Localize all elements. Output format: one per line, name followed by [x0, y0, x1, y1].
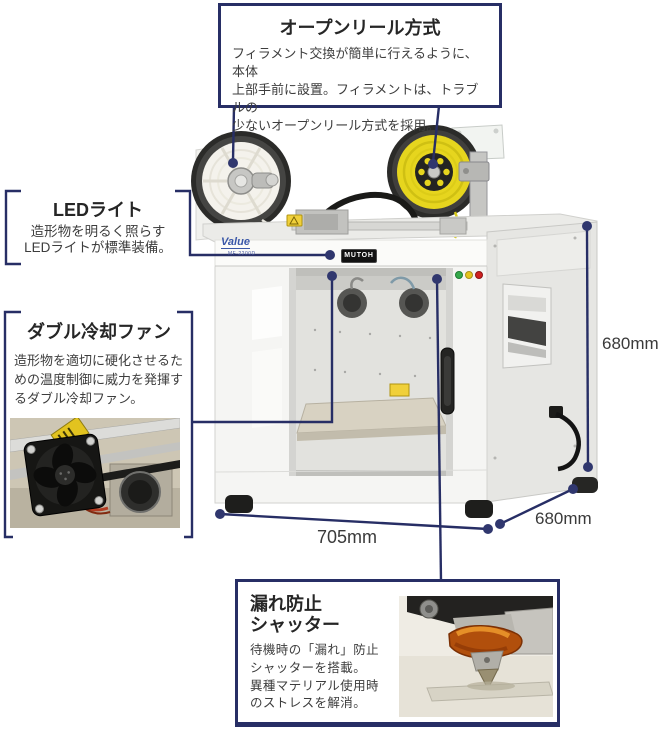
- callout-shutter-body: 待機時の「漏れ」防止 シャッターを搭載。 異種マテリアル使用時 のストレスを解消…: [250, 643, 380, 711]
- connector-dots: [215, 158, 593, 534]
- leader-lines: [3, 105, 590, 582]
- filament-tube: [312, 191, 419, 229]
- dimension-width-label: 705mm: [317, 527, 378, 547]
- callout-fan-title: ダブル冷却ファン: [27, 322, 171, 342]
- filament-spool-white: [191, 131, 291, 231]
- shutter-photo: [399, 596, 553, 717]
- callout-led-body: 造形物を明るく照らす LEDライトが標準装備。: [24, 224, 172, 256]
- callout-open-reel-body: フィラメント交換が簡単に行えるように、本体 上部手前に設置。フィラメントは、トラ…: [232, 46, 479, 133]
- callout-open-reel-title: オープンリール方式: [279, 18, 441, 38]
- dimension-depth-label: 680mm: [535, 509, 592, 528]
- callout-shutter: 漏れ防止 シャッター 待機時の「漏れ」防止 シャッターを搭載。 異種マテリアル使…: [235, 579, 560, 727]
- model-number-label: MF-2200D: [228, 251, 256, 257]
- callout-open-reel: オープンリール方式 フィラメント交換が簡単に行えるように、本体 上部手前に設置。…: [218, 3, 502, 133]
- filament-spool-yellow: [387, 125, 481, 219]
- series-logo: Value: [221, 236, 250, 249]
- callout-shutter-title: 漏れ防止 シャッター: [250, 594, 340, 636]
- brand-logo-badge: MUTOH: [341, 249, 377, 263]
- build-chamber: [289, 268, 453, 476]
- callout-led-title: LEDライト: [53, 200, 143, 220]
- status-lights: [455, 271, 483, 279]
- power-cord: [555, 411, 581, 472]
- fan-photo: [10, 418, 180, 528]
- callout-fan-body: 造形物を適切に硬化させるた めの温度制御に威力を発揮す るダブル冷却ファン。: [14, 353, 184, 406]
- dimension-height-label: 680mm: [602, 334, 658, 353]
- printer-illustration: [191, 124, 598, 518]
